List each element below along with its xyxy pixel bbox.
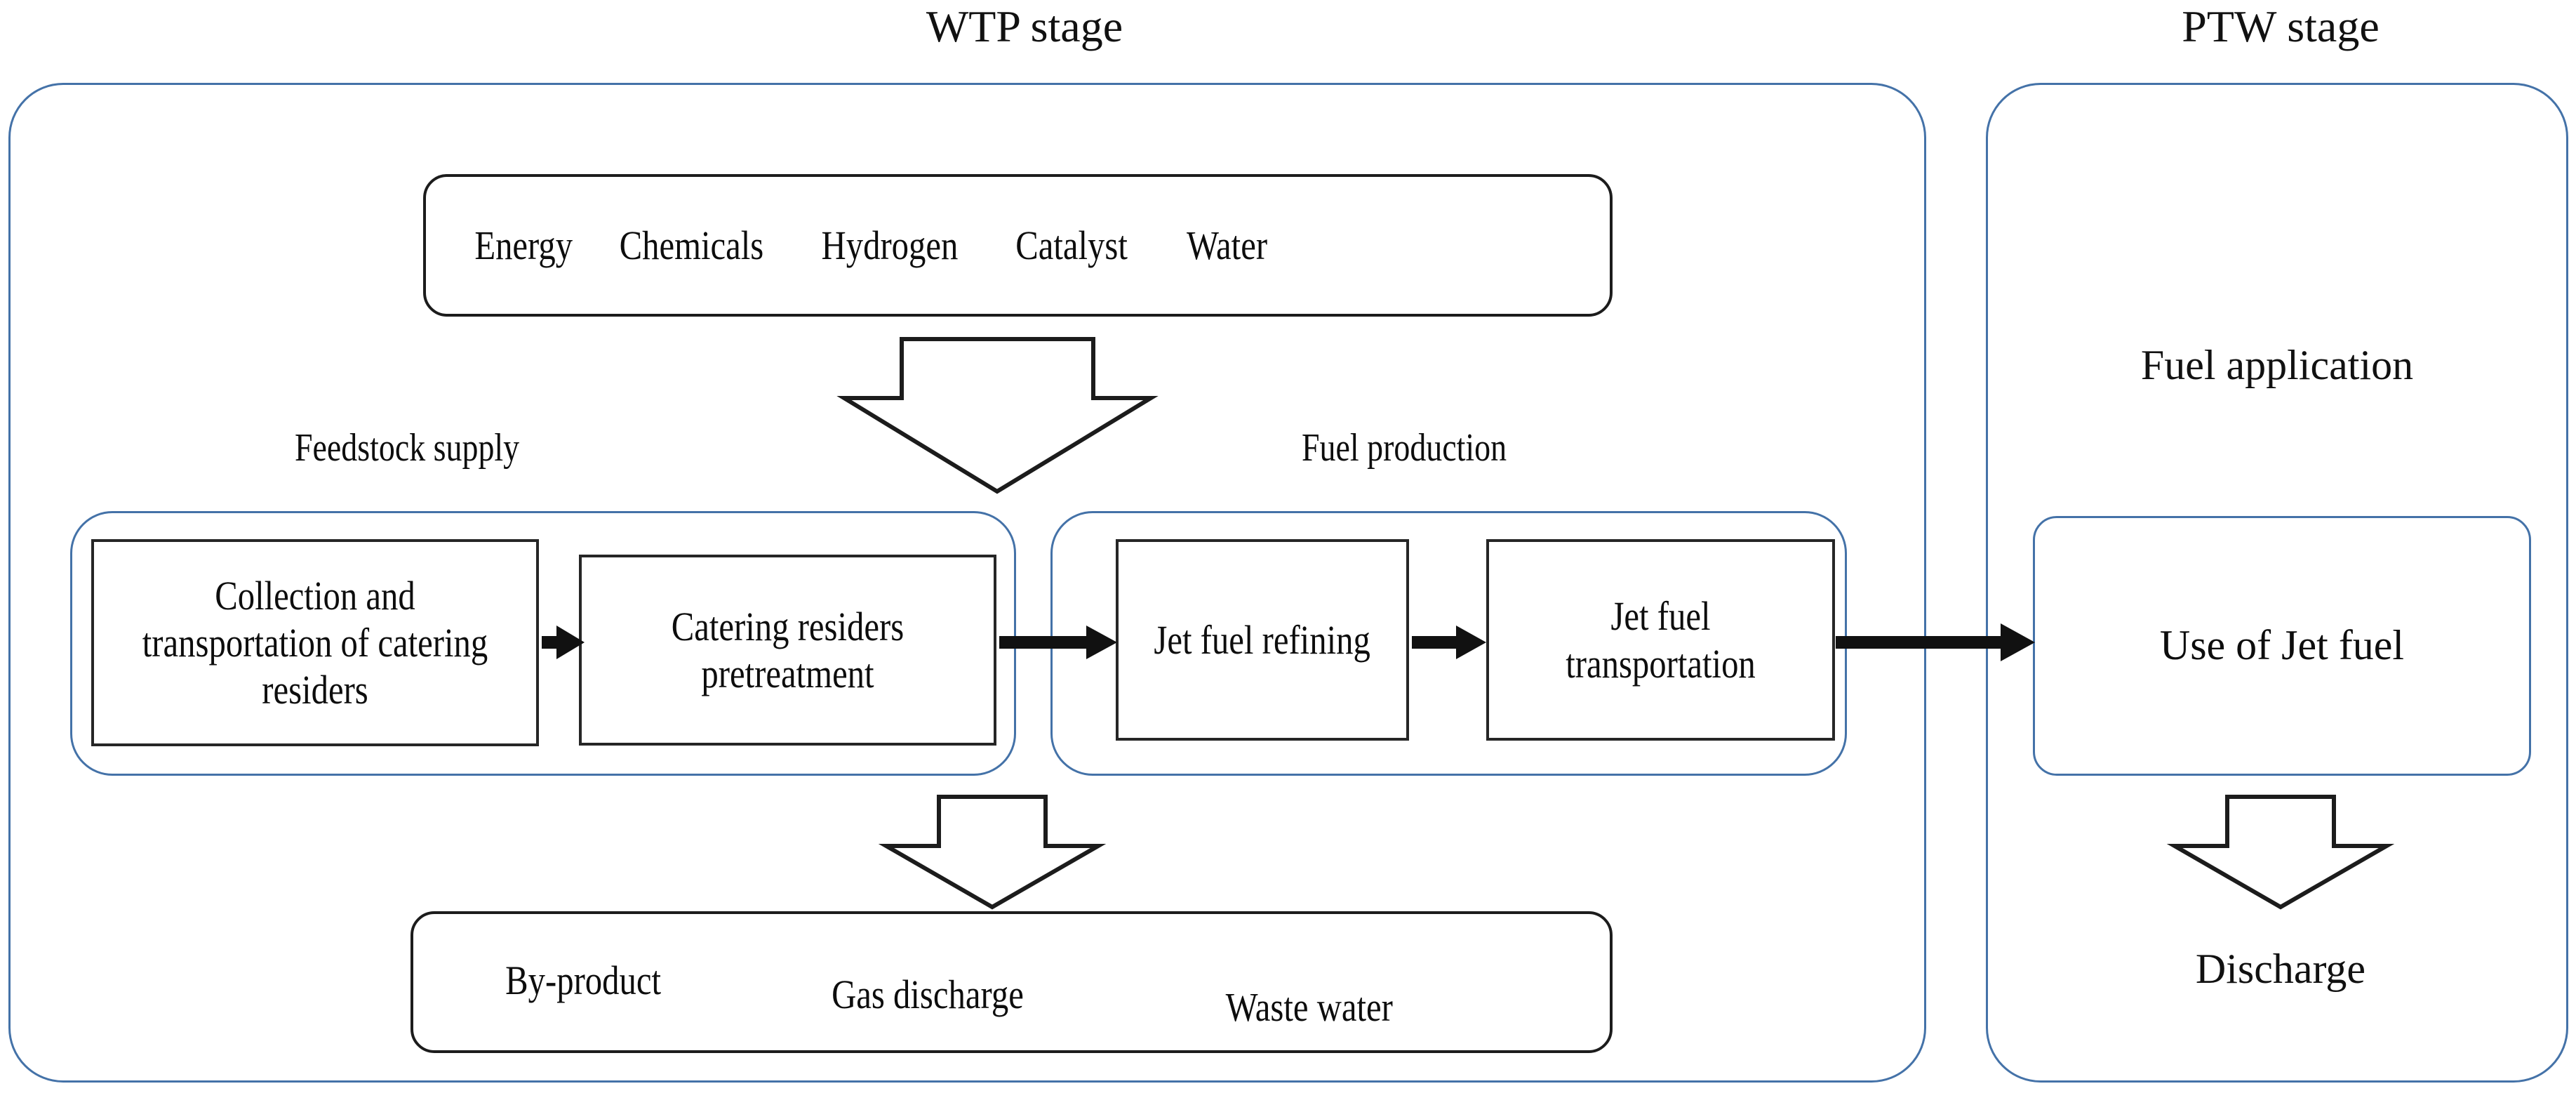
process-label-collection-transportation: Collection and transportation of caterin…: [142, 572, 488, 713]
ptw-stage-title: PTW stage: [2182, 1, 2380, 51]
process-label-catering-pretreatment: Catering residers pretreatment: [671, 603, 905, 696]
ptw-output-label-discharge: Discharge: [2195, 946, 2366, 992]
output-token-waste-water: Waste water: [1225, 984, 1393, 1030]
resource-inputs-box[interactable]: Energy Chemicals Hydrogen Catalyst Water: [423, 174, 1613, 317]
ptw-section-label-fuel-application: Fuel application: [2140, 342, 2414, 388]
process-label-jet-fuel-refining: Jet fuel refining: [1154, 616, 1371, 663]
resource-token-hydrogen: Hydrogen: [821, 222, 959, 268]
process-box-use-of-jet-fuel[interactable]: Use of Jet fuel: [2033, 516, 2531, 776]
resource-token-row: Energy Chemicals Hydrogen Catalyst Water: [426, 177, 1610, 314]
group-label-fuel-production: Fuel production: [1302, 426, 1507, 470]
process-label-wrapper: Use of Jet fuel: [2035, 518, 2529, 774]
wtp-stage-container: [8, 83, 1926, 1083]
process-box-jet-fuel-refining[interactable]: Jet fuel refining: [1116, 539, 1409, 741]
output-token-gas-discharge: Gas discharge: [832, 972, 1024, 1017]
group-label-feedstock-supply: Feedstock supply: [295, 426, 520, 470]
output-token-by-product: By-product: [505, 958, 662, 1003]
process-label-wrapper: Jet fuel transportation: [1489, 542, 1832, 738]
resource-token-chemicals: Chemicals: [620, 222, 764, 268]
byproduct-outputs-box[interactable]: By-product Gas discharge Waste water: [411, 911, 1613, 1053]
resource-token-catalyst: Catalyst: [1015, 222, 1128, 268]
resource-token-energy: Energy: [474, 222, 573, 268]
process-label-wrapper: Collection and transportation of caterin…: [94, 542, 536, 743]
process-label-use-of-jet-fuel: Use of Jet fuel: [2159, 622, 2405, 669]
ptw-stage-container: [1986, 83, 2568, 1083]
resource-token-water: Water: [1187, 222, 1268, 268]
process-label-wrapper: Jet fuel refining: [1119, 542, 1406, 738]
wtp-stage-title: WTP stage: [926, 1, 1123, 51]
process-box-collection-transportation[interactable]: Collection and transportation of caterin…: [91, 539, 539, 746]
process-box-catering-pretreatment[interactable]: Catering residers pretreatment: [579, 555, 996, 746]
process-box-jet-fuel-transportation[interactable]: Jet fuel transportation: [1486, 539, 1835, 741]
process-label-wrapper: Catering residers pretreatment: [582, 557, 994, 743]
process-label-jet-fuel-transportation: Jet fuel transportation: [1566, 593, 1756, 687]
